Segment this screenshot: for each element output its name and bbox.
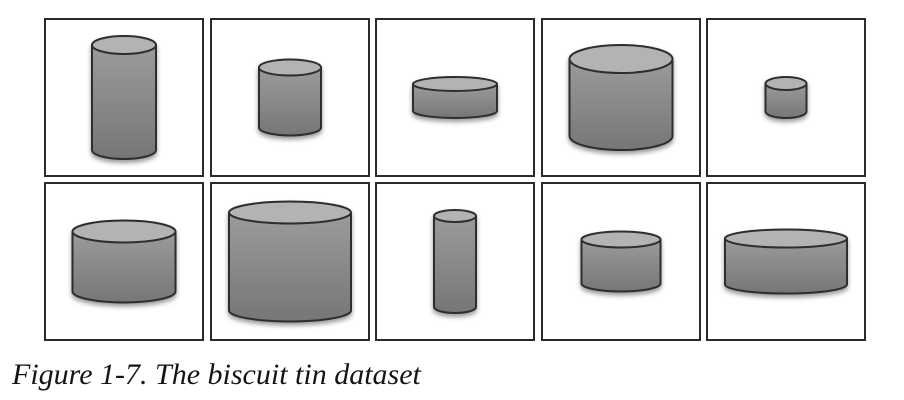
- cylinder-body: [91, 44, 157, 160]
- cylinder-image: [568, 44, 673, 151]
- dataset-panel-9: [540, 182, 701, 341]
- dataset-panel-4: [540, 18, 701, 177]
- dataset-panel-1: [44, 18, 204, 177]
- dataset-panel-6: [44, 182, 204, 341]
- cylinder-body: [764, 82, 808, 119]
- dataset-panel-10: [706, 182, 866, 341]
- dataset-panel-7: [209, 182, 370, 341]
- cylinder-body: [227, 211, 352, 323]
- cylinder-body: [568, 58, 673, 151]
- figure-caption: Figure 1-7. The biscuit tin dataset: [12, 358, 421, 391]
- cylinder-lid: [433, 209, 477, 223]
- cylinder-body: [71, 230, 177, 304]
- cylinder-image: [724, 228, 848, 295]
- cylinder-image: [71, 219, 177, 304]
- cylinder-lid: [227, 200, 352, 225]
- cylinder-image: [91, 35, 157, 160]
- cylinder-lid: [257, 58, 322, 77]
- cylinder-body: [412, 83, 498, 119]
- cylinder-body: [433, 215, 477, 314]
- dataset-panel-3: [375, 18, 535, 177]
- cylinder-lid: [412, 76, 498, 92]
- cylinder-body: [580, 238, 661, 293]
- dataset-grid: [44, 18, 866, 341]
- dataset-panel-8: [375, 182, 535, 341]
- cylinder-lid: [568, 44, 673, 74]
- cylinder-body: [257, 66, 322, 137]
- dataset-panel-5: [706, 18, 866, 177]
- dataset-panel-2: [209, 18, 370, 177]
- cylinder-lid: [724, 228, 848, 249]
- cylinder-image: [433, 209, 477, 314]
- cylinder-image: [257, 58, 322, 137]
- cylinder-lid: [91, 35, 157, 55]
- cylinder-image: [580, 230, 661, 293]
- cylinder-image: [412, 76, 498, 119]
- cylinder-image: [227, 200, 352, 323]
- cylinder-lid: [71, 219, 177, 244]
- cylinder-image: [764, 76, 808, 119]
- cylinder-lid: [580, 230, 661, 249]
- cylinder-body: [724, 237, 848, 295]
- cylinder-lid: [764, 76, 808, 91]
